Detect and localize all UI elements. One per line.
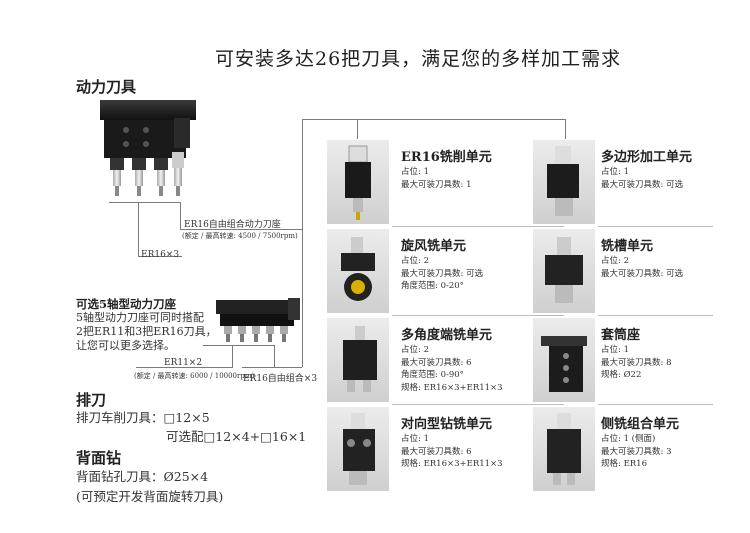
unit-spec-line: 占位: 1 xyxy=(601,167,629,177)
unit-spec: 占位: 2 最大可装刀具数: 6 角度范围: 0-90° 规格: ER16×3+… xyxy=(401,344,503,394)
unit-image-whirlwind-milling xyxy=(327,229,389,313)
unit-image-polygon-machining xyxy=(533,140,595,224)
unit-spec-line: 最大可装刀具数: 可选 xyxy=(401,268,484,279)
unit-image-opposed-drill-milling xyxy=(327,407,389,491)
page-title: 可安装多达26把刀具，满足您的多样加工需求 xyxy=(215,48,622,70)
power-tools-heading: 动力刀具 xyxy=(76,78,137,96)
five-axis-speed-label: (额定 / 最高转速: 6000 / 10000rpm) xyxy=(134,372,255,380)
unit-spec-line: 规格: ER16 xyxy=(601,459,647,469)
unit-spec-line: 占位: 1 xyxy=(601,345,629,355)
unit-spec: 占位: 1 最大可装刀具数: 可选 xyxy=(601,166,683,191)
unit-image-multi-angle-end-milling xyxy=(327,318,389,402)
five-axis-desc-line: 2把ER11和3把ER16刀具， xyxy=(76,325,217,338)
unit-title: 多边形加工单元 xyxy=(601,150,693,165)
er11x2-label: ER11×2 xyxy=(164,358,203,368)
unit-spec-line: 最大可装刀具数: 可选 xyxy=(601,179,684,190)
five-axis-head-image xyxy=(216,298,300,342)
unit-spec: 占位: 1 最大可装刀具数: 6 规格: ER16×3+ER11×3 xyxy=(401,433,503,471)
unit-image-sleeve-holder xyxy=(533,318,595,402)
unit-spec-line: 规格: Ø22 xyxy=(601,370,642,380)
unit-spec-line: 规格: ER16×3+ER11×3 xyxy=(401,459,503,469)
back-drill-line1: 背面钻孔刀具：Ø25×4 xyxy=(76,469,209,484)
unit-title: 旋风铣单元 xyxy=(401,239,467,254)
unit-spec-line: 最大可装刀具数: 1 xyxy=(401,179,472,190)
back-drill-line2: (可预定开发背面旋转刀具) xyxy=(76,489,224,504)
power-tool-head-image xyxy=(100,100,196,196)
five-axis-desc-line: 让您可以更多选择。 xyxy=(76,339,175,352)
unit-spec: 占位: 2 最大可装刀具数: 可选 角度范围: 0-20° xyxy=(401,255,483,293)
unit-spec-line: 占位: 2 xyxy=(601,256,629,266)
unit-title: 侧铣组合单元 xyxy=(601,417,680,432)
unit-image-side-milling-combo xyxy=(533,407,595,491)
five-axis-heading: 可选5轴型动力刀座 xyxy=(76,297,177,311)
unit-image-er16-milling xyxy=(327,140,389,224)
unit-spec: 占位: 1 最大可装刀具数: 1 xyxy=(401,166,471,191)
unit-spec-line: 角度范围: 0-20° xyxy=(401,281,464,291)
unit-spec-line: 占位: 1 (侧面) xyxy=(601,434,656,444)
unit-image-slot-milling xyxy=(533,229,595,313)
unit-spec-line: 最大可装刀具数: 可选 xyxy=(601,268,684,279)
turning-line2: 可选配□12×4+□16×1 xyxy=(166,429,307,444)
five-axis-desc-line: 5轴型动力刀座可同时搭配 xyxy=(76,311,204,324)
turning-heading: 排刀 xyxy=(76,391,107,409)
unit-spec-line: 最大可装刀具数: 6 xyxy=(401,357,472,368)
back-drill-heading: 背面钻 xyxy=(76,449,122,467)
unit-spec-line: 最大可装刀具数: 3 xyxy=(601,446,672,457)
unit-title: 铣槽单元 xyxy=(601,239,654,254)
er16-speed-label: (额定 / 最高转速: 4500 / 7500rpm) xyxy=(182,232,298,240)
unit-spec-line: 占位: 1 xyxy=(401,434,429,444)
er16-free-label: ER16自由组合动力刀座 xyxy=(184,220,281,230)
unit-title: 多角度端铣单元 xyxy=(401,328,493,343)
unit-spec-line: 最大可装刀具数: 6 xyxy=(401,446,472,457)
unit-spec-line: 占位: 2 xyxy=(401,256,429,266)
unit-spec-line: 角度范围: 0-90° xyxy=(401,370,464,380)
unit-spec: 占位: 1 最大可装刀具数: 8 规格: Ø22 xyxy=(601,344,671,382)
five-axis-desc: 5轴型动力刀座可同时搭配 2把ER11和3把ER16刀具， 让您可以更多选择。 xyxy=(76,311,217,353)
unit-title: 套筒座 xyxy=(601,328,641,343)
unit-spec-line: 占位: 2 xyxy=(401,345,429,355)
unit-spec-line: 占位: 1 xyxy=(401,167,429,177)
er16x3-label: ER16×3 xyxy=(141,250,180,260)
unit-spec-line: 规格: ER16×3+ER11×3 xyxy=(401,382,503,393)
er16-free-x3-label: ER16自由组合×3 xyxy=(243,374,318,384)
turning-line1: 排刀车削刀具：□12×5 xyxy=(76,410,210,425)
unit-spec: 占位: 2 最大可装刀具数: 可选 xyxy=(601,255,683,280)
unit-spec: 占位: 1 (侧面) 最大可装刀具数: 3 规格: ER16 xyxy=(601,433,671,471)
unit-title: 对向型钻铣单元 xyxy=(401,417,493,432)
unit-title: ER16铣削单元 xyxy=(401,150,492,165)
unit-spec-line: 最大可装刀具数: 8 xyxy=(601,357,672,368)
